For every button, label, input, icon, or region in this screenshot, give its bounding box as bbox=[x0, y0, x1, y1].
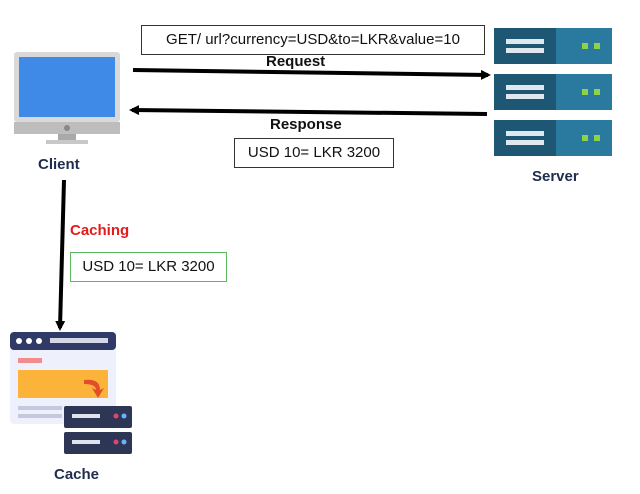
client-label: Client bbox=[38, 156, 80, 173]
server-rack-icon bbox=[494, 28, 612, 156]
response-value-box: USD 10= LKR 3200 bbox=[234, 138, 394, 168]
cache-label: Cache bbox=[54, 466, 100, 483]
request-arrow bbox=[132, 68, 491, 80]
cache-icon bbox=[10, 332, 132, 454]
response-label: Response bbox=[270, 116, 342, 133]
request-label: Request bbox=[266, 53, 326, 70]
caching-value-box: USD 10= LKR 3200 bbox=[70, 252, 227, 282]
response-arrow bbox=[129, 105, 488, 116]
request-url-box: GET/ url?currency=USD&to=LKR&value=10 bbox=[141, 25, 485, 55]
server-label: Server bbox=[532, 168, 579, 185]
caching-arrow bbox=[55, 179, 66, 331]
monitor-icon bbox=[14, 52, 120, 144]
caching-label: Caching bbox=[70, 222, 130, 239]
